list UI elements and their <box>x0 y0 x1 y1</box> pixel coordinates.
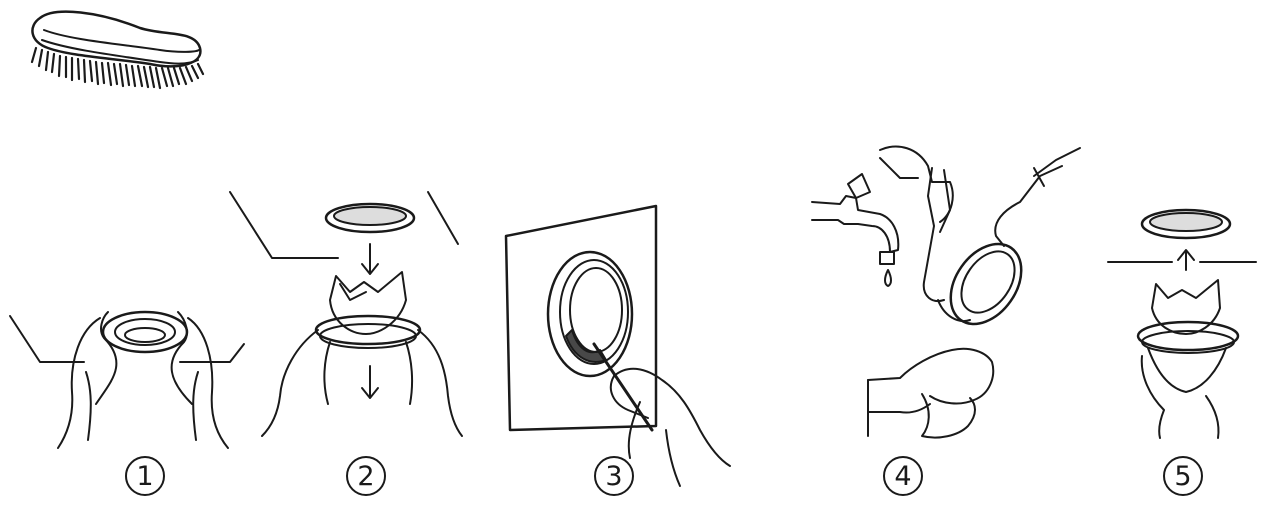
step-5-illustration <box>1108 210 1256 438</box>
step-3-illustration <box>506 206 730 486</box>
step-1-illustration <box>10 312 244 448</box>
step-4-illustration <box>812 147 1080 438</box>
step-2-number-badge: 2 <box>346 456 386 496</box>
step-1-number-badge: 1 <box>125 456 165 496</box>
scrub-brush-icon <box>32 12 203 88</box>
step-5-number-badge: 5 <box>1163 456 1203 496</box>
step-2-illustration <box>230 192 462 436</box>
step-4-number-badge: 4 <box>883 456 923 496</box>
step-3-number-badge: 3 <box>594 456 634 496</box>
